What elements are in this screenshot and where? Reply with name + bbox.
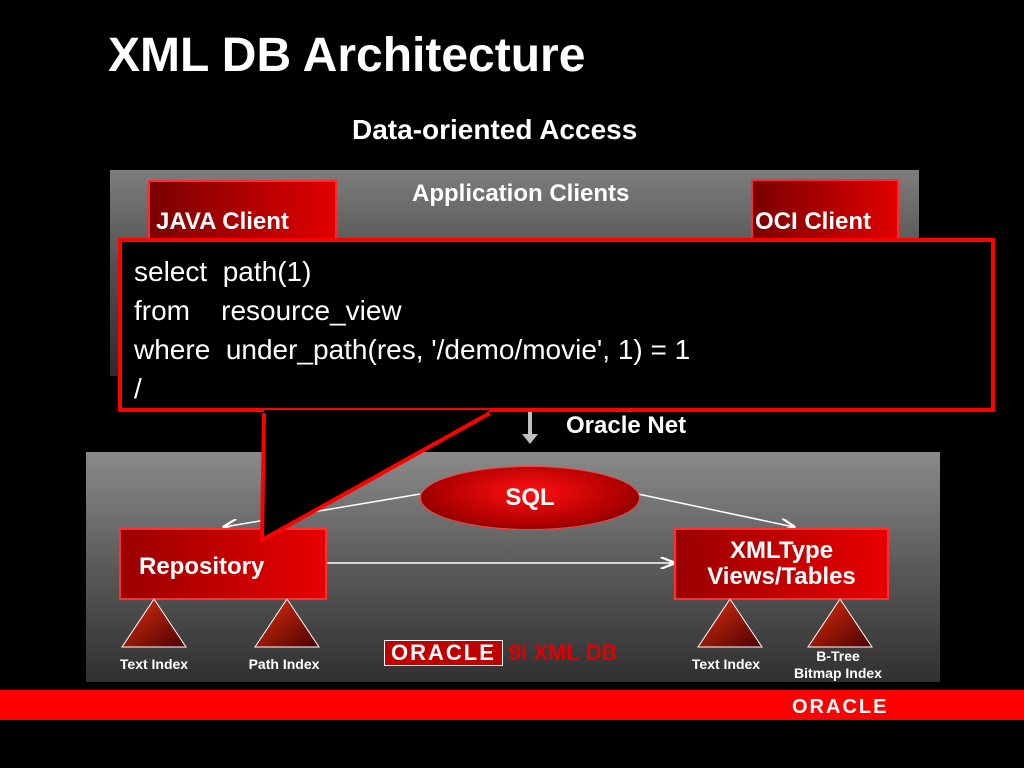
sql-label: SQL bbox=[505, 484, 555, 511]
repo-path-index-triangle bbox=[254, 598, 320, 648]
query-callout: select path(1) from resource_view where … bbox=[118, 238, 995, 412]
java-client-label: JAVA Client bbox=[156, 208, 289, 235]
xml-db-label: 9i XML DB bbox=[508, 640, 618, 665]
xml-text-index-triangle bbox=[697, 598, 763, 648]
repo-text-index-label: Text Index bbox=[119, 656, 189, 672]
repo-path-index-label: Path Index bbox=[248, 656, 320, 672]
application-clients-label: Application Clients bbox=[412, 180, 630, 207]
footer-bar bbox=[0, 690, 1024, 720]
xml-text-index-label: Text Index bbox=[691, 656, 761, 672]
btree-label-line2: Bitmap Index bbox=[794, 664, 882, 681]
query-line-terminator: / bbox=[134, 373, 142, 404]
oracle-net-label: Oracle Net bbox=[566, 412, 687, 439]
xmltype-label-line1: XMLType bbox=[729, 536, 834, 564]
repo-text-index-triangle bbox=[121, 598, 187, 648]
xmltype-label-line2: Views/Tables bbox=[707, 563, 856, 590]
xml-btree-index-triangle bbox=[807, 598, 873, 648]
query-line-select: select path(1) bbox=[134, 256, 312, 287]
repository-box: Repository bbox=[119, 528, 327, 600]
slide-subtitle: Data-oriented Access bbox=[352, 114, 638, 145]
xmltype-box: XMLType Views/Tables bbox=[674, 528, 889, 600]
xml-btree-index-label: B-Tree Bitmap Index bbox=[780, 648, 896, 682]
footer-oracle-logo: ORACLE bbox=[792, 696, 889, 718]
query-line-where: where under_path(res, '/demo/movie', 1) … bbox=[134, 334, 691, 365]
slide-title: XML DB Architecture bbox=[108, 29, 586, 82]
oracle-wordmark: ORACLE bbox=[384, 640, 503, 666]
btree-label-line1: B-Tree bbox=[816, 648, 860, 664]
oci-client-label: OCI Client bbox=[755, 208, 872, 235]
oci-client-box: OCI Client bbox=[751, 179, 899, 247]
oracle9i-xmldb-logo: ORACLE 9i XML DB bbox=[384, 640, 617, 666]
repository-label: Repository bbox=[139, 553, 265, 580]
query-line-from: from resource_view bbox=[134, 295, 402, 326]
sql-ellipse: SQL bbox=[420, 466, 640, 530]
